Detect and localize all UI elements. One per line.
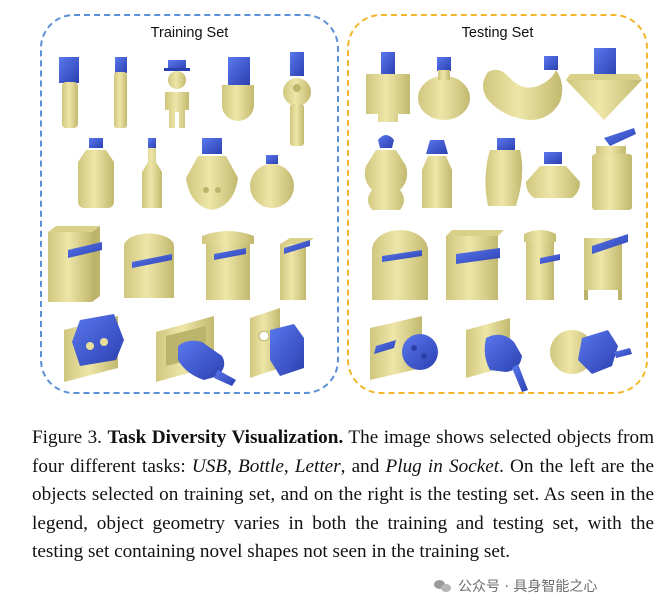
train-letter-2 — [124, 233, 174, 298]
wechat-logo-icon — [434, 579, 452, 593]
test-usb-3 — [483, 56, 563, 120]
caption-task-plug-in-socket: Plug in Socket — [385, 455, 500, 477]
testing-set-panel: Testing Set — [347, 14, 648, 394]
caption-bold-title: Task Diversity Visualization. — [107, 427, 344, 448]
train-letter-3 — [202, 231, 254, 300]
train-plug-3 — [250, 308, 304, 378]
caption-task-usb: USB — [191, 455, 228, 477]
train-bottle-1 — [78, 138, 114, 208]
caption-sep: , and — [340, 455, 380, 477]
testing-set-title: Testing Set — [461, 25, 534, 41]
test-usb-4 — [566, 48, 642, 120]
caption-text-1: The image shows selected objects from fo… — [32, 427, 654, 477]
test-bottle-3 — [485, 138, 523, 206]
train-bottle-2 — [142, 138, 162, 208]
test-letter-3 — [524, 230, 560, 300]
train-bottle-4 — [250, 155, 294, 208]
test-bottle-4 — [526, 152, 580, 198]
caption-label: Figure 3. — [32, 427, 102, 448]
train-usb-1 — [59, 57, 79, 128]
task-objects-illustration — [48, 48, 642, 392]
train-letter-4 — [280, 238, 314, 300]
test-usb-1 — [366, 52, 410, 122]
test-letter-2 — [446, 230, 504, 300]
train-plug-1 — [64, 314, 124, 382]
train-usb-4 — [222, 57, 254, 121]
train-plug-2 — [156, 316, 236, 386]
watermark-text: 公众号 · 具身智能之心 — [458, 579, 598, 595]
caption-sep: , — [227, 455, 232, 477]
train-usb-2 — [114, 57, 127, 128]
training-set-panel: Training Set — [40, 14, 339, 394]
train-letter-1 — [48, 226, 102, 302]
figure-caption: Figure 3. Task Diversity Visualization. … — [32, 424, 654, 567]
caption-task-bottle: Bottle — [238, 455, 284, 477]
test-bottle-2 — [422, 140, 452, 208]
caption-text-2: . On the left are the objects selected o… — [32, 455, 655, 563]
test-bottle-5 — [592, 128, 636, 210]
caption-sep: , — [283, 455, 289, 477]
train-usb-5 — [283, 52, 311, 146]
watermark: 公众号 · 具身智能之心 — [428, 574, 604, 598]
test-bottle-1 — [364, 135, 408, 210]
training-set-title: Training Set — [150, 25, 229, 41]
test-plug-3 — [550, 330, 632, 374]
test-letter-1 — [372, 230, 428, 300]
test-plug-1 — [370, 316, 438, 380]
test-plug-2 — [466, 318, 528, 392]
train-bottle-3 — [186, 138, 238, 210]
caption-task-letter: Letter — [294, 455, 341, 477]
train-usb-3 — [164, 60, 190, 128]
test-usb-2 — [418, 57, 470, 120]
test-letter-4 — [584, 234, 628, 300]
